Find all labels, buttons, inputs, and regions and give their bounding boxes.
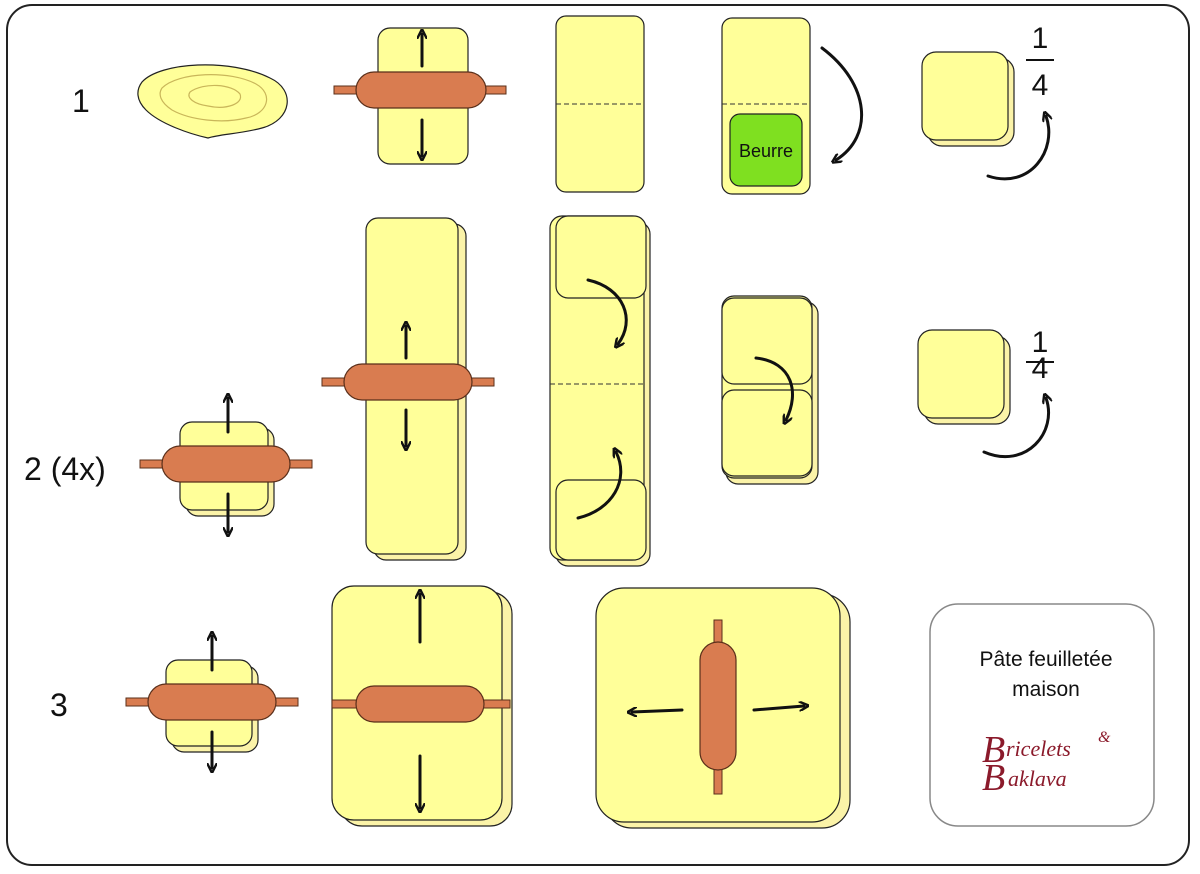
top-flap [555, 215, 647, 299]
butter-label: Beurre [739, 141, 793, 161]
step-1-label: 1 [72, 83, 90, 119]
dough-with-butter: Beurre [721, 17, 864, 195]
brand-ampersand: & [1098, 729, 1111, 746]
rolled-dough-1 [333, 27, 507, 165]
large-sheet-rolling [331, 585, 513, 827]
arrow-right-icon [752, 706, 804, 712]
quarter-turn-arrow-icon [986, 116, 1049, 181]
quarter-turn-arrow-icon [982, 398, 1049, 459]
folded-book [721, 295, 819, 485]
dough-ball [137, 64, 288, 139]
fold-arrow-icon [820, 46, 864, 160]
step-2-label: 2 (4x) [24, 451, 106, 487]
folded-square-2: 1 4 [917, 326, 1054, 459]
small-square-rolling [139, 398, 313, 532]
rolling-pin [699, 641, 737, 771]
dough-sheet-1 [555, 15, 645, 193]
rolling-pin [343, 363, 473, 401]
rolling-pin [355, 685, 485, 723]
long-strip-rolling [321, 217, 495, 561]
folded-square-1: 1 4 [921, 22, 1054, 181]
card-title-line1: Pâte feuilletée [979, 648, 1112, 671]
bottom-flap [555, 479, 647, 561]
fraction-numerator: 1 [1032, 22, 1049, 55]
rolling-pin [355, 71, 487, 109]
fold-up-arrow-icon [576, 452, 621, 520]
rolling-pin [161, 445, 291, 483]
brand-initial-bottom: B [982, 757, 1005, 799]
step-3: 3 Pâte feuilletée [50, 585, 1155, 829]
rolling-pin [147, 683, 277, 721]
fraction-denominator: 4 [1032, 69, 1049, 102]
fold-down-arrow-icon [586, 278, 628, 344]
brand-logo: B ricelets & B aklava [982, 729, 1111, 799]
arrow-left-icon [632, 710, 684, 712]
large-sheet-sideways [595, 587, 851, 829]
step-3-label: 3 [50, 687, 68, 723]
strip-folding [549, 215, 651, 567]
brand-initial-top: B [982, 729, 1005, 771]
step-1: 1 Beurre [72, 15, 1054, 195]
brand-line2: aklava [1008, 766, 1067, 791]
title-card: Pâte feuilletée maison B ricelets & B ak… [929, 603, 1155, 827]
card-title-line2: maison [1012, 678, 1080, 701]
small-square-rolling-3 [125, 636, 299, 768]
fraction-numerator: 1 [1032, 326, 1049, 359]
brand-line1: ricelets [1006, 736, 1071, 761]
fold-arrow-icon [754, 356, 794, 420]
step-2: 2 (4x) [24, 215, 1054, 567]
butter-block [729, 113, 803, 187]
fraction-denominator: 4 [1032, 352, 1049, 385]
